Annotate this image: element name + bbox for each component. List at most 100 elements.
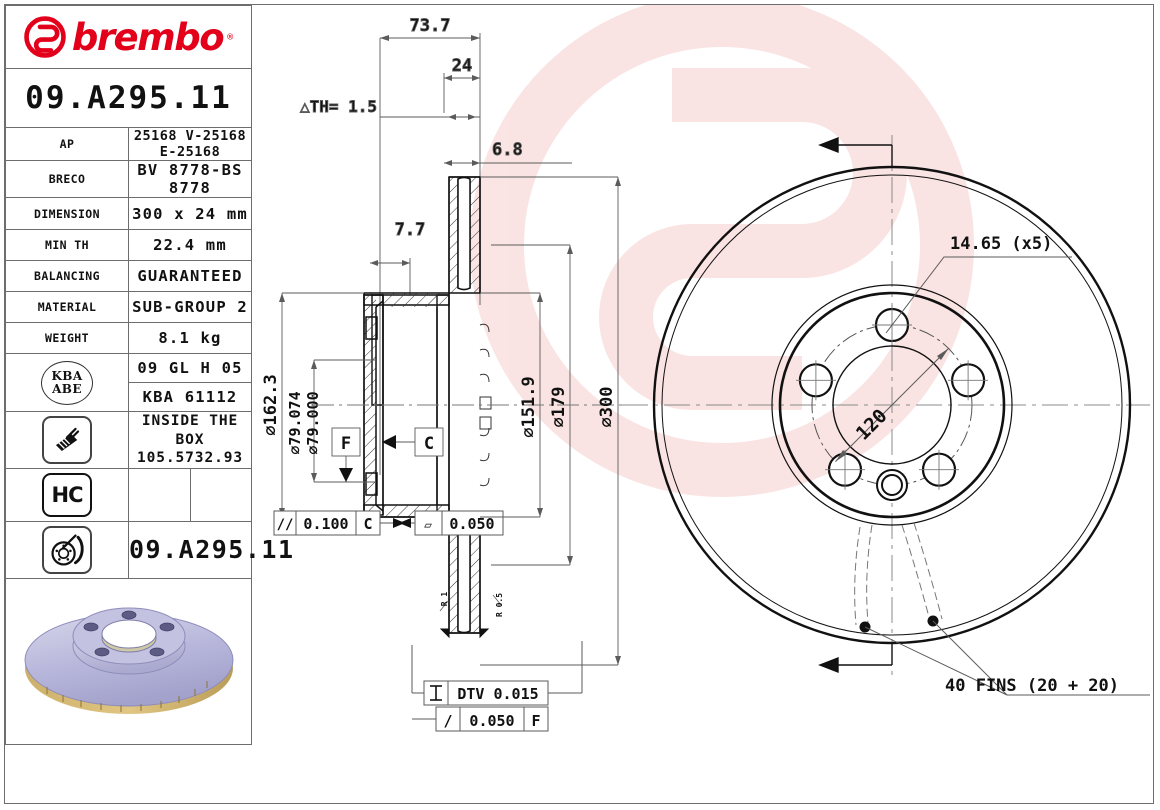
hc-icon: HC <box>42 472 92 517</box>
tol-runout-frame <box>412 706 549 732</box>
table-row: MATERIAL SUB-GROUP 2 <box>5 291 252 323</box>
dtv-symbol-glyph <box>430 685 442 701</box>
row-value: 25168 V-25168 E-25168 <box>128 127 252 161</box>
table-row: BALANCING GUARANTEED <box>5 260 252 292</box>
table-row: DIMENSION 300 x 24 mm <box>5 197 252 230</box>
brand-wordmark: brembo <box>71 15 225 59</box>
dim-hat-offset <box>444 160 572 166</box>
kba-abe-icon: KBA ABE <box>40 360 94 406</box>
brake-disc-icon-cell <box>5 520 129 579</box>
dim-162-3-label: ⌀162.3 <box>261 374 281 435</box>
vane-ticks <box>479 323 492 487</box>
section-hatch <box>364 177 480 633</box>
dim-151-9-label: ⌀151.9 <box>519 376 539 437</box>
page-title: 09.A295.11 <box>25 80 232 116</box>
table-row: WEIGHT 8.1 kg <box>5 322 252 354</box>
product-photo-cell <box>5 577 252 745</box>
row-label: BALANCING <box>5 260 129 292</box>
hc-blank-a <box>129 468 191 521</box>
screws-row: INSIDE THE BOX 105.5732.93 <box>5 411 252 469</box>
dim-th-tolerance <box>380 114 480 120</box>
hc-empty-cell <box>128 467 252 522</box>
face-view: 14.65 (x5) 120 <box>622 135 1150 696</box>
datum-c-label: C <box>424 434 434 454</box>
hat-ring-circle <box>778 291 1006 519</box>
radius-note-left: R 1 <box>440 592 449 607</box>
tol-runout-value: 0.050 <box>469 712 514 730</box>
section-direction-arrows <box>818 136 893 674</box>
fins-leader <box>864 620 1150 696</box>
kba-badge-line2: ABE <box>52 381 82 396</box>
disc-icon-row: 09.A295.11 <box>5 520 293 579</box>
screws-line1: INSIDE THE BOX <box>141 413 239 448</box>
row-label: DIMENSION <box>5 197 129 230</box>
row-label: WEIGHT <box>5 322 129 354</box>
tol-flatness-frame <box>399 510 504 536</box>
table-row: AP 25168 V-25168 E-25168 <box>5 127 252 161</box>
dim-hat-offset-label: 6.8 <box>492 140 523 160</box>
dim-300 <box>480 176 621 666</box>
bolt-hole-dia-label: 14.65 (x5) <box>950 234 1052 254</box>
dim-thickness-label: 24 <box>452 56 472 76</box>
dim-79 <box>311 359 376 483</box>
locating-pin-hole <box>876 469 908 501</box>
table-row: MIN TH 22.4 mm <box>5 229 252 261</box>
dim-th-tolerance-label: △TH= 1.5 <box>300 97 377 116</box>
logo-row: brembo ® <box>5 5 252 69</box>
tol-dtv-value: DTV 0.015 <box>457 685 538 703</box>
hc-icon-cell: HC <box>5 467 129 522</box>
tol-parallel-datum: C <box>363 515 372 533</box>
tol-parallel-frame <box>273 510 405 536</box>
dim-300-label: ⌀300 <box>597 387 617 428</box>
drawing-area: 73.7 24 △TH= 1.5 <box>252 5 1150 804</box>
tol-dtv-frame <box>411 641 583 706</box>
outer-edge-circle-inner <box>661 174 1123 636</box>
dim-179-label: ⌀179 <box>549 387 569 428</box>
sheet-border <box>4 4 1154 804</box>
center-bore-circle <box>832 345 952 465</box>
tol-parallel-symbol: // <box>277 517 294 533</box>
row-label: AP <box>5 127 129 161</box>
tol-flatness-symbol: ▱ <box>424 518 432 533</box>
datum-c <box>382 427 444 457</box>
screw-icon <box>42 415 92 464</box>
spec-table: brembo ® 09.A295.11 AP 25168 V-25168 E-2… <box>5 5 293 745</box>
kba-approval-row: KBA ABE 09 GL H 05 <box>5 353 252 412</box>
brand-logo-cell: brembo ® <box>5 5 252 69</box>
section-bottom-arrows <box>439 628 490 639</box>
row-value: GUARANTEED <box>128 260 252 292</box>
tol-runout-symbol: / <box>443 712 452 730</box>
bolt-circle-dim <box>835 348 949 462</box>
part-number-row: 09.A295.11 <box>5 68 252 128</box>
registered-mark: ® <box>227 31 234 43</box>
brake-disc-icon <box>42 525 92 574</box>
kba-badge-line1: KBA <box>51 369 83 384</box>
vane-outlines <box>854 522 943 626</box>
row-label: BRECO <box>5 160 129 198</box>
dim-thickness <box>443 73 480 113</box>
dim-overall-width-label: 73.7 <box>410 16 451 36</box>
kba-number-value: KBA 61112 <box>128 382 252 412</box>
row-value: 300 x 24 mm <box>128 197 252 230</box>
dim-79-000-label: ⌀79.000 <box>304 391 322 454</box>
hc-blank-b <box>191 469 252 521</box>
hc-row: HC <box>5 467 252 522</box>
datum-f <box>331 427 361 482</box>
screw-icon-cell <box>5 411 129 469</box>
product-photo-row <box>5 577 252 745</box>
datum-f-label: F <box>341 434 351 454</box>
row-value: 8.1 kg <box>128 322 252 354</box>
bolt-hole-leader <box>885 256 1072 334</box>
brembo-b-logo-icon <box>24 16 66 58</box>
disc-part-number: 09.A295.11 <box>128 520 293 579</box>
row-value: 22.4 mm <box>128 229 252 261</box>
table-row: BRECO BV 8778-BS 8778 <box>5 160 252 198</box>
tol-parallel-value: 0.100 <box>303 515 348 533</box>
part-number-cell: 09.A295.11 <box>5 68 252 128</box>
dim-79-074-label: ⌀79.074 <box>286 391 304 454</box>
row-value: SUB-GROUP 2 <box>128 291 252 323</box>
screws-text-cell: INSIDE THE BOX 105.5732.93 <box>128 411 252 469</box>
screws-line2: 105.5732.93 <box>137 450 243 467</box>
radius-note-right: R 0.5 <box>495 593 504 617</box>
